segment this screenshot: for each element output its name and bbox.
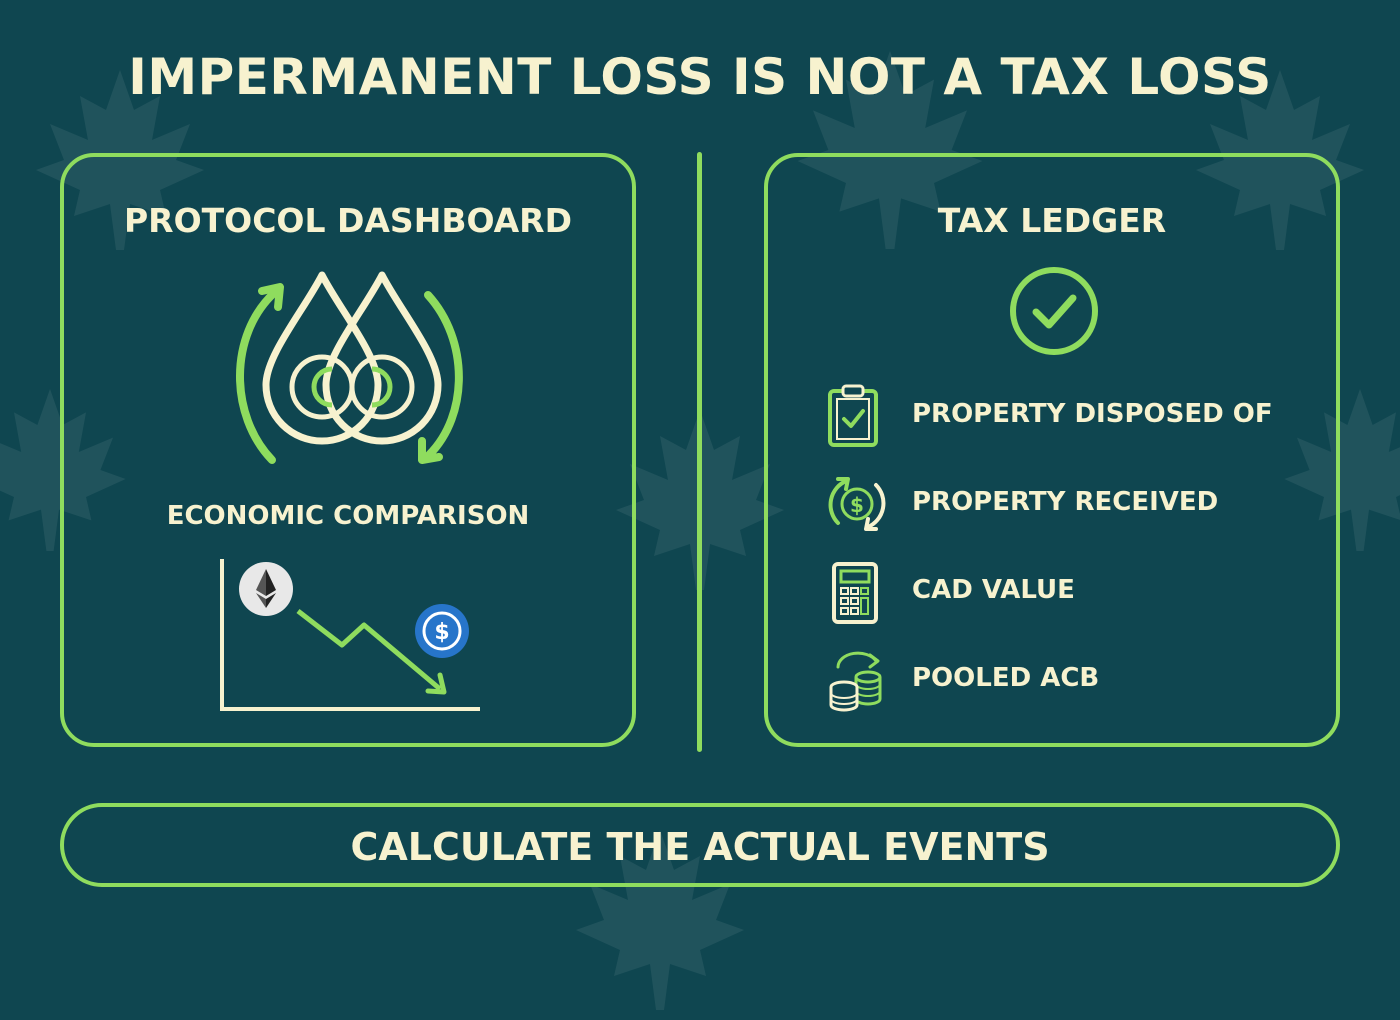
calculate-events-banner: CALCULATE THE ACTUAL EVENTS <box>60 803 1340 887</box>
maple-leaf-watermark <box>797 51 983 249</box>
maple-leaf-watermark <box>1284 389 1400 551</box>
panel-divider <box>697 152 702 752</box>
maple-leaf-watermark <box>36 70 204 250</box>
coin-stacks-icon <box>829 651 882 712</box>
page-title: IMPERMANENT LOSS IS NOT A TAX LOSS <box>128 48 1272 106</box>
usdc-coin-icon: $ <box>415 604 469 658</box>
svg-text:$: $ <box>850 493 864 517</box>
tax-ledger-panel: TAX LEDGER PROPERTY DISPOSED OF $ PROPER… <box>764 153 1340 747</box>
check-circle-icon <box>1010 267 1098 355</box>
panel-title-tax-ledger: TAX LEDGER <box>937 201 1167 240</box>
ledger-item-cad-value: CAD VALUE <box>912 575 1075 605</box>
svg-text:$: $ <box>434 620 449 645</box>
ethereum-coin-icon <box>239 562 293 616</box>
ledger-item-property-received: PROPERTY RECEIVED <box>912 487 1219 517</box>
panel-title-protocol-dashboard: PROTOCOL DASHBOARD <box>124 201 572 240</box>
protocol-dashboard-panel: PROTOCOL DASHBOARD ECONOMIC COMPARISON $ <box>60 153 636 747</box>
footer-label: CALCULATE THE ACTUAL EVENTS <box>350 825 1050 869</box>
maple-leaf-watermark <box>1196 70 1364 250</box>
liquidity-pool-icon <box>236 271 463 464</box>
economic-comparison-heading: ECONOMIC COMPARISON <box>166 501 530 531</box>
ledger-item-property-disposed: PROPERTY DISPOSED OF <box>912 399 1273 429</box>
value-decline-chart-icon <box>220 559 480 711</box>
clipboard-check-icon <box>828 384 878 447</box>
dollar-exchange-icon: $ <box>828 477 886 531</box>
calculator-icon <box>832 562 878 624</box>
ledger-item-pooled-acb: POOLED ACB <box>912 663 1100 693</box>
